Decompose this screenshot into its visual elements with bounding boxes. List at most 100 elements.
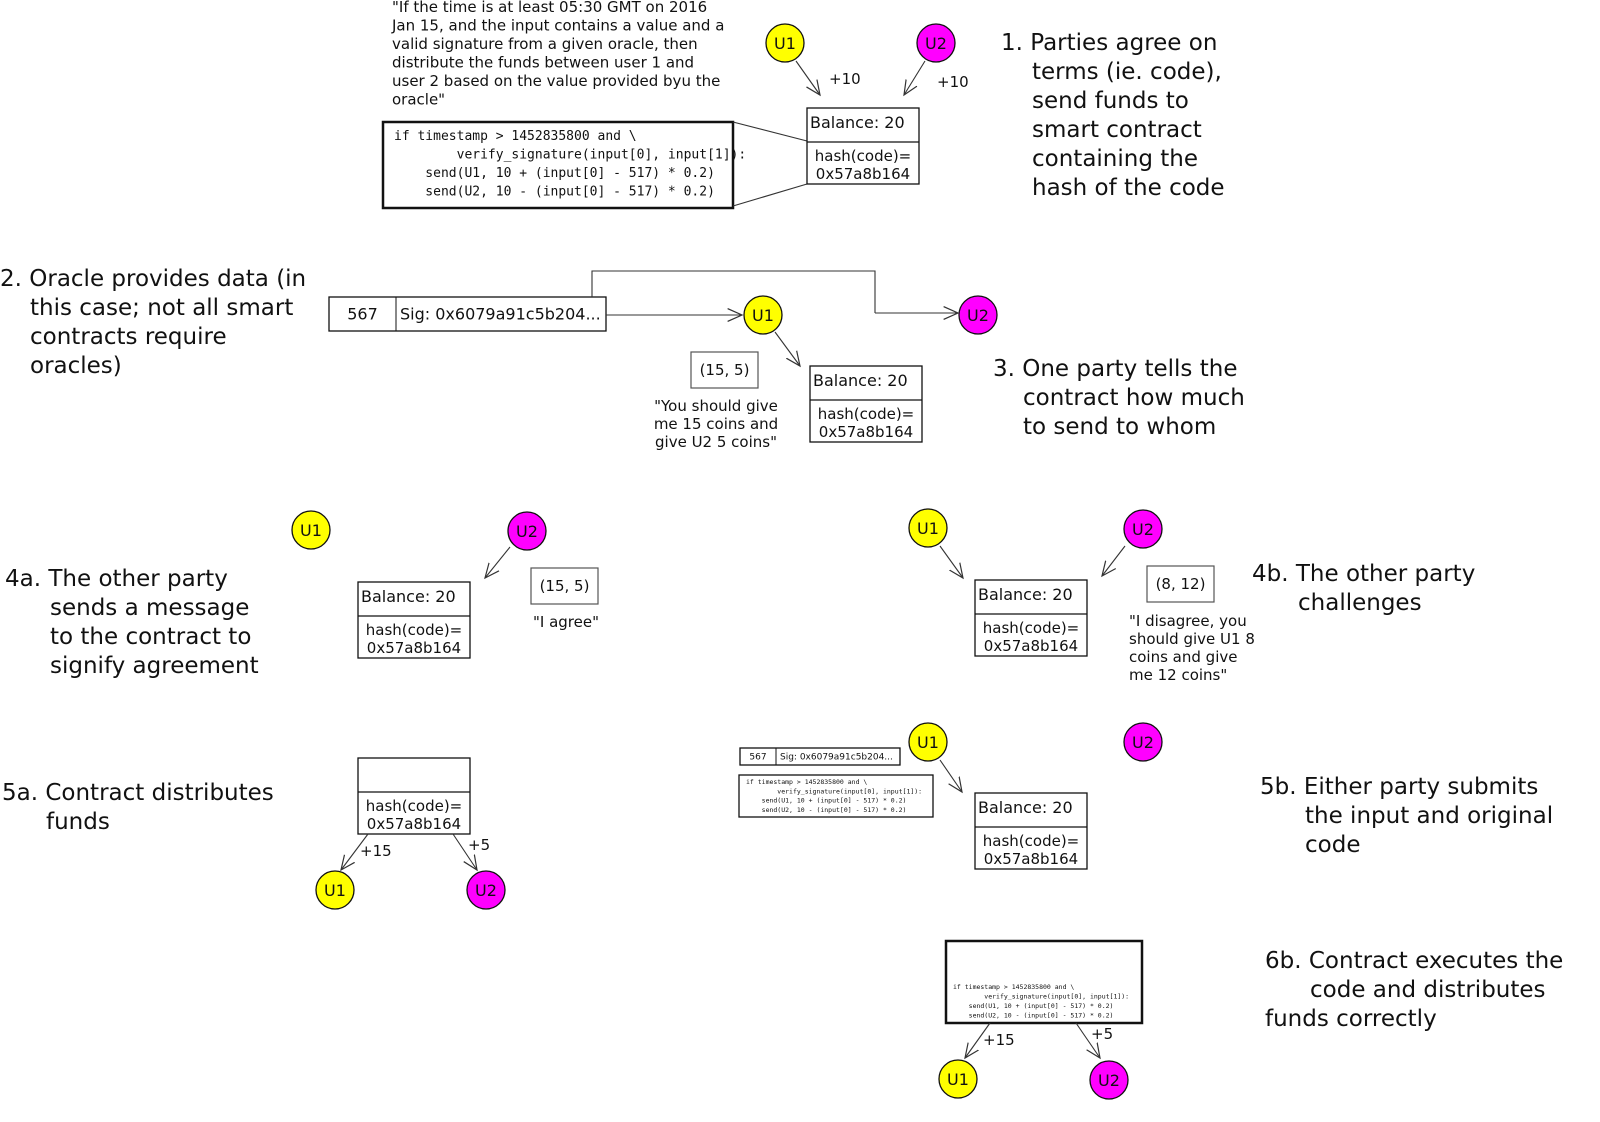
terms-quote-line: Jan 15, and the input contains a value a…	[391, 17, 724, 35]
terms-quote-line: distribute the funds between user 1 and	[392, 54, 694, 72]
challenge-quote-line: "I disagree, you	[1129, 612, 1247, 630]
contract-hash-value: 0x57a8b164	[367, 639, 461, 657]
oracle-signature: Sig: 0x6079a91c5b204...	[400, 305, 601, 324]
step-5a-label-line: 5a. Contract distributes	[2, 780, 274, 806]
code-line: if timestamp > 1452835800 and \	[394, 129, 637, 144]
message-tuple: (8, 12)	[1156, 575, 1206, 593]
deposit-amount: +10	[937, 73, 969, 91]
step-1-label-line: containing the	[1032, 146, 1198, 172]
oracle-signature: Sig: 0x6079a91c5b204...	[780, 753, 893, 763]
claim-quote-line: "You should give	[654, 397, 778, 415]
payout-arrow	[1075, 1022, 1100, 1058]
step-2-label-line: this case; not all smart	[30, 295, 293, 321]
u2-label: U2	[1132, 733, 1154, 752]
agree-quote: "I agree"	[533, 613, 599, 631]
u2-circle	[1123, 722, 1163, 762]
u1-circle	[291, 510, 331, 550]
code-line: verify_signature(input[0], input[1]):	[953, 993, 1129, 1001]
code-line: verify_signature(input[0], input[1]):	[746, 787, 922, 795]
u1-label: U1	[917, 519, 939, 538]
message-box	[690, 351, 759, 389]
u2-label: U2	[1098, 1071, 1120, 1090]
u2-node: U2	[1123, 509, 1163, 549]
contract-balance: Balance: 20	[810, 113, 905, 132]
oracle-value: 567	[749, 753, 766, 763]
step-6b-label-line: code and distributes	[1310, 977, 1546, 1003]
u2-node: U2	[1123, 722, 1163, 762]
step-3-label-line: contract how much	[1023, 385, 1245, 411]
terms-quote-line: valid signature from a given oracle, the…	[392, 35, 698, 53]
contract-balance: Balance: 20	[978, 585, 1073, 604]
message-tuple: (15, 5)	[700, 361, 750, 379]
u1-node: U1	[743, 295, 783, 335]
contract-hash-value: 0x57a8b164	[984, 637, 1078, 655]
contract-hash-label: hash(code)=	[983, 619, 1079, 637]
message-box	[1146, 565, 1215, 603]
step-1-label-line: smart contract	[1032, 117, 1202, 143]
u1-circle	[938, 1059, 978, 1099]
contract-hash-value: 0x57a8b164	[816, 165, 910, 183]
oracle-branch-line	[591, 270, 876, 313]
u1-payout: +15	[983, 1031, 1015, 1049]
code-line: send(U1, 10 + (input[0] - 517) * 0.2)	[953, 1002, 1113, 1010]
u1-node: U1	[315, 870, 355, 910]
u1-node: U1	[908, 508, 948, 548]
code-line: send(U1, 10 + (input[0] - 517) * 0.2)	[746, 797, 906, 805]
message-tuple: (15, 5)	[540, 577, 590, 595]
agree-arrow	[485, 546, 511, 578]
step-5b-label-line: code	[1305, 832, 1360, 858]
step-1-label-line: send funds to	[1032, 88, 1189, 114]
deposit-arrow	[904, 60, 926, 95]
oracle-data-box: 567 Sig: 0x6079a91c5b204...	[328, 296, 607, 332]
u1-circle	[908, 508, 948, 548]
contract-hash-label: hash(code)=	[983, 832, 1079, 850]
u2-label: U2	[925, 34, 947, 53]
payout-arrow	[965, 1022, 991, 1058]
u1-node: U1	[291, 510, 331, 550]
contract-hash-value: 0x57a8b164	[984, 850, 1078, 868]
u2-node: U2	[916, 23, 956, 63]
u1-payout: +15	[360, 842, 392, 860]
step-6b-label-line: funds correctly	[1265, 1006, 1437, 1032]
terms-quote-line: oracle"	[392, 91, 445, 109]
contract-balance: Balance: 20	[361, 587, 456, 606]
u2-node: U2	[466, 870, 506, 910]
step-5b-label-line: the input and original	[1305, 803, 1553, 829]
u2-circle	[507, 511, 547, 551]
u1-label: U1	[752, 306, 774, 325]
u1-circle	[908, 722, 948, 762]
contract-box: hash(code)=0x57a8b164	[357, 757, 471, 835]
u2-payout: +5	[1091, 1025, 1113, 1043]
step-3-label-line: to send to whom	[1023, 414, 1216, 440]
payout-arrow	[341, 833, 369, 870]
u1-node: U1	[765, 23, 805, 63]
contract-box: Balance: 20 hash(code)=0x57a8b164	[806, 107, 920, 185]
oracle-value: 567	[347, 305, 378, 324]
u2-circle	[916, 23, 956, 63]
code-box: if timestamp > 1452835800 and \ verify_s…	[738, 774, 934, 818]
challenge-quote-line: me 12 coins"	[1129, 666, 1227, 684]
step-1-label-line: hash of the code	[1032, 175, 1225, 201]
contract-hash-label: hash(code)=	[815, 147, 911, 165]
contract-balance: Balance: 20	[813, 371, 908, 390]
challenge-arrow	[1102, 545, 1126, 576]
u2-label: U2	[475, 881, 497, 900]
u1-circle	[765, 23, 805, 63]
code-line: send(U1, 10 + (input[0] - 517) * 0.2)	[394, 166, 715, 181]
step-2-label-line: contracts require	[30, 324, 227, 350]
u2-label: U2	[516, 522, 538, 541]
step-1-label-line: 1. Parties agree on	[1001, 30, 1217, 56]
challenge-quote-line: coins and give	[1129, 648, 1237, 666]
contract-hash-value: 0x57a8b164	[367, 815, 461, 833]
message-box	[530, 567, 599, 605]
challenge-quote-line: should give U1 8	[1129, 630, 1255, 648]
contract-box: Balance: 20 hash(code)=0x57a8b164	[974, 579, 1088, 657]
u2-payout: +5	[468, 836, 490, 854]
claim-quote-line: me 15 coins and	[654, 415, 778, 433]
u1-node: U1	[908, 722, 948, 762]
u1-label: U1	[947, 1070, 969, 1089]
u2-label: U2	[1132, 520, 1154, 539]
